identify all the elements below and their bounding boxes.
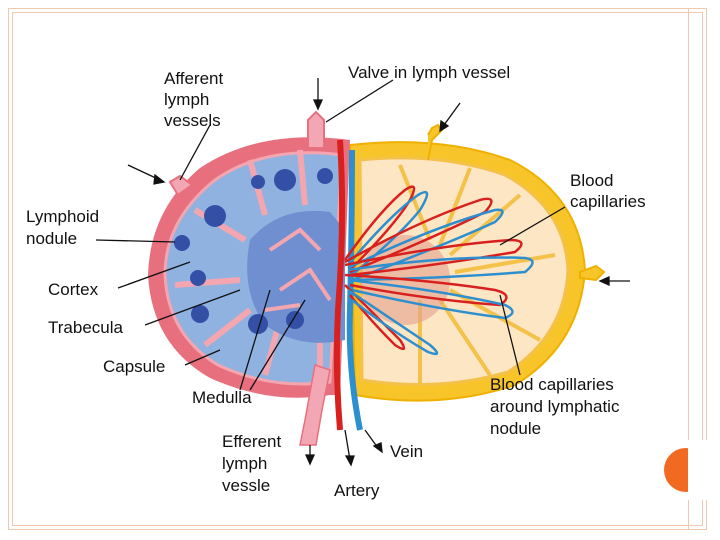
- label-capillaries-around-2: around lymphatic: [490, 397, 620, 416]
- right-half: [348, 123, 606, 402]
- arrowhead: [598, 275, 610, 287]
- label-artery: Artery: [334, 481, 380, 500]
- label-efferent-2: lymph: [222, 454, 267, 473]
- arrowhead: [312, 99, 324, 111]
- afferent-vessel-top: [307, 110, 325, 149]
- pointer-lymphoid-nodule: [95, 239, 176, 243]
- capillary-loops: [343, 185, 534, 356]
- label-efferent-3: vessle: [222, 476, 270, 495]
- nodule: [174, 235, 190, 251]
- arrowhead: [439, 119, 450, 133]
- arrowhead: [304, 454, 316, 466]
- pointer-artery: [344, 429, 351, 461]
- pointer-medulla-2: [249, 299, 306, 391]
- hilum-vessels: [299, 139, 363, 446]
- label-valve: Valve in lymph vessel: [348, 63, 510, 82]
- pointer-lines: [95, 78, 630, 467]
- pointer-capsule: [184, 349, 221, 366]
- accent-mask: [688, 440, 718, 500]
- slide-side-band: [688, 8, 707, 529]
- pointer-blood-capillaries: [499, 206, 566, 246]
- label-trabecula: Trabecula: [48, 318, 124, 337]
- nodule: [190, 270, 206, 286]
- label-capsule: Capsule: [103, 357, 165, 376]
- nodule: [251, 175, 265, 189]
- medulla-cords: [264, 227, 332, 312]
- label-blood-capillaries-2: capillaries: [570, 192, 646, 211]
- label-capillaries-around-1: Blood capillaries: [490, 375, 614, 394]
- right-side-vessel: [579, 264, 606, 282]
- label-blood-capillaries-1: Blood: [570, 171, 613, 190]
- nodule: [248, 314, 268, 334]
- arrowhead: [153, 173, 166, 185]
- label-cortex: Cortex: [48, 280, 99, 299]
- arrowhead: [372, 442, 383, 454]
- label-lymphoid-nodule-2: nodule: [26, 229, 77, 248]
- label-efferent-1: Efferent: [222, 432, 282, 451]
- nodule: [204, 205, 226, 227]
- label-lymphoid-nodule-1: Lymphoid: [26, 207, 99, 226]
- right-trabeculae: [398, 164, 556, 385]
- pointer-medulla-1: [239, 289, 271, 391]
- pointer-trabecula: [144, 289, 241, 326]
- label-afferent-3: vessels: [164, 111, 221, 130]
- left-half: [148, 110, 350, 398]
- label-medulla: Medulla: [192, 388, 252, 407]
- nodule: [191, 305, 209, 323]
- labels: Afferent lymph vessels Valve in lymph ve…: [26, 63, 646, 500]
- label-vein: Vein: [390, 442, 423, 461]
- nodule: [274, 169, 296, 191]
- pointer-cortex: [117, 261, 191, 289]
- afferent-vessel-left: [168, 174, 194, 197]
- efferent-vessel: [299, 364, 331, 446]
- arrowhead: [344, 455, 355, 467]
- label-capillaries-around-3: nodule: [490, 419, 541, 438]
- pointer-valve-line: [325, 79, 394, 123]
- label-afferent-1: Afferent: [164, 69, 224, 88]
- lymphoid-nodules: [174, 168, 333, 334]
- pointer-capillaries-around: [499, 294, 521, 376]
- nodule: [317, 168, 333, 184]
- slide-frame-inner: [12, 12, 703, 526]
- pointer-afferent-line: [179, 124, 211, 181]
- label-afferent-2: lymph: [164, 90, 209, 109]
- artery-trunk: [333, 139, 346, 431]
- slide-frame-outer: [8, 8, 707, 530]
- pointer-valve-right: [443, 102, 461, 126]
- vein-trunk: [346, 149, 363, 431]
